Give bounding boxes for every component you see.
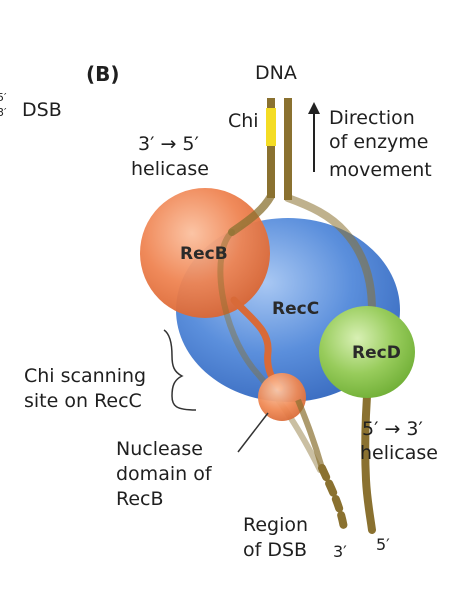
nuclease-domain: [258, 373, 306, 421]
dna-duplex: [267, 98, 292, 200]
chi-label: Chi: [228, 110, 259, 132]
end-3prime: 3′: [333, 542, 347, 561]
direction-arrow: [308, 102, 320, 172]
dna-label: DNA: [255, 62, 297, 84]
nuclease-leader: [237, 412, 269, 453]
recc-label: RecC: [272, 299, 320, 319]
recd-subunit: [319, 306, 415, 398]
left-dsb-text: DSB: [22, 99, 62, 121]
recb-subunit: [140, 188, 270, 318]
recb-label: RecB: [180, 244, 228, 264]
dna-strands: [217, 192, 376, 534]
left-small-bottom: 3′: [0, 106, 7, 119]
recd-label: RecD: [352, 343, 401, 363]
end-5prime: 5′: [376, 535, 390, 554]
left-small-top: 5′: [0, 91, 7, 104]
chi-scanning-brace: [163, 329, 197, 411]
panel-label: (B): [86, 62, 120, 86]
chi-site-marker: [266, 108, 276, 146]
